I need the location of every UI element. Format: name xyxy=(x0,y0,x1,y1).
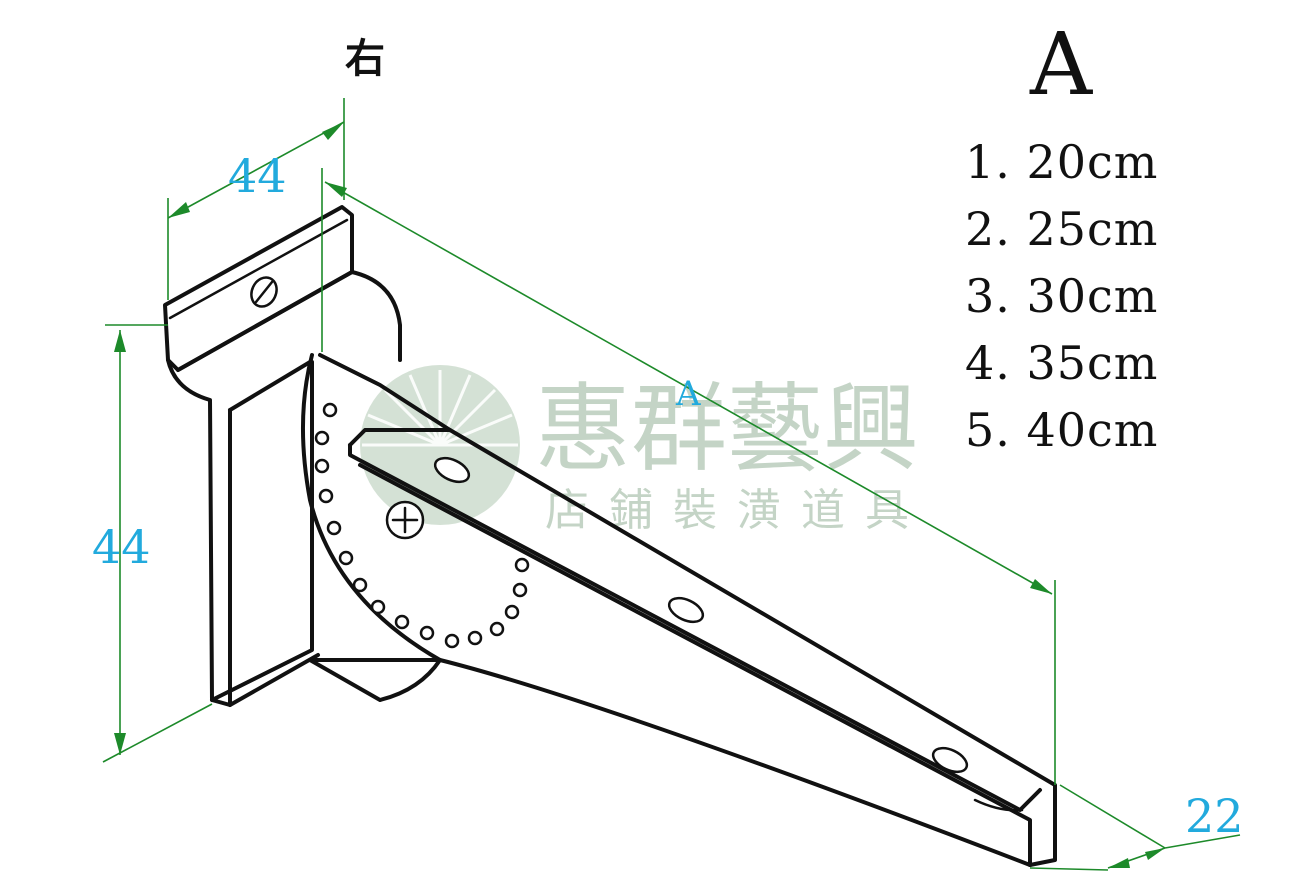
watermark-name: 惠群藝興 xyxy=(535,373,919,485)
size-options-list: 1. 20cm 2. 25cm 3. 30cm 4. 35cm 5. 40cm xyxy=(965,132,1158,467)
dimension-top-width: 44 xyxy=(228,149,287,203)
pivot-screw-cross xyxy=(391,506,419,534)
arm-front-edge xyxy=(348,443,1042,812)
side-label: 右 xyxy=(345,35,385,82)
dimension-lines xyxy=(102,98,1241,871)
dimension-left-height: 44 xyxy=(92,520,151,574)
arm-hole-2 xyxy=(667,596,705,624)
fan-plate-outline xyxy=(300,353,442,662)
size-option: 1. 20cm xyxy=(965,135,1159,189)
arm-top-edge xyxy=(348,428,1057,867)
watermark-sunburst-icon xyxy=(362,370,518,447)
hook-screw-slot xyxy=(254,280,274,304)
size-table-title: A xyxy=(1030,15,1093,115)
arm-tip-lip xyxy=(973,798,1024,812)
size-option: 5. 40cm xyxy=(965,403,1159,457)
size-option: 3. 30cm xyxy=(965,269,1159,323)
back-plate-inner-edge xyxy=(228,360,312,412)
back-plate-ridge xyxy=(176,270,402,372)
arm-lower-edge xyxy=(358,463,1032,867)
size-option: 2. 25cm xyxy=(965,202,1159,256)
angle-holes xyxy=(314,402,530,649)
dimension-tip-width: 22 xyxy=(1185,789,1244,843)
back-plate-base xyxy=(210,360,320,707)
dimension-length: A xyxy=(675,374,701,414)
bracket-drawing xyxy=(163,205,1057,867)
watermark-tagline: 店鋪裝潢道具 xyxy=(545,485,929,536)
arm-hole-3 xyxy=(931,746,969,774)
arm-underside xyxy=(438,658,1032,867)
arm-hole-1 xyxy=(433,456,471,484)
back-plate-front xyxy=(166,358,232,707)
size-option: 4. 35cm xyxy=(965,336,1159,390)
hook-plate-edge xyxy=(168,218,349,320)
fan-plate-bottom xyxy=(308,658,442,702)
fan-plate-top xyxy=(318,353,452,432)
